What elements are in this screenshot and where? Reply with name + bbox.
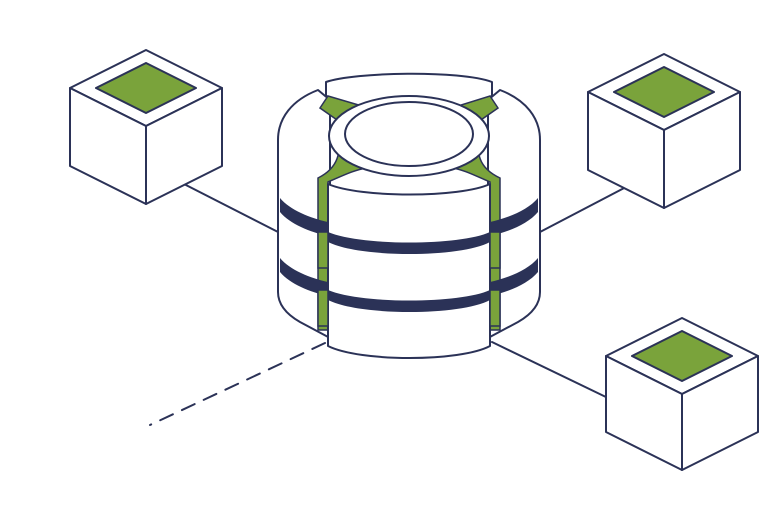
db-notch xyxy=(317,231,329,269)
link-top-right xyxy=(539,185,629,233)
db-top-lid xyxy=(344,101,474,167)
db-band-left-2 xyxy=(280,258,328,296)
db-notch xyxy=(489,289,501,327)
cube-icon xyxy=(605,317,759,471)
db-band-right-2 xyxy=(490,258,538,296)
cube-top-panel xyxy=(95,62,197,114)
cube-top-panel xyxy=(631,330,733,382)
db-front-body xyxy=(327,183,491,359)
cube-top-panel xyxy=(613,66,715,118)
db-band-1 xyxy=(328,232,490,254)
db-notch xyxy=(317,289,329,327)
link-bottom-right xyxy=(491,341,609,399)
database-cylinder-icon xyxy=(277,72,541,359)
cube-icon xyxy=(587,53,741,209)
db-band-right-1 xyxy=(490,198,538,236)
link-top-left xyxy=(181,182,281,234)
cube-icon xyxy=(69,49,223,205)
connections xyxy=(149,182,629,426)
db-notch xyxy=(489,231,501,269)
db-band-2 xyxy=(328,290,490,312)
db-band-left-1 xyxy=(280,198,328,236)
link-dashed-bottom-left xyxy=(149,342,326,426)
